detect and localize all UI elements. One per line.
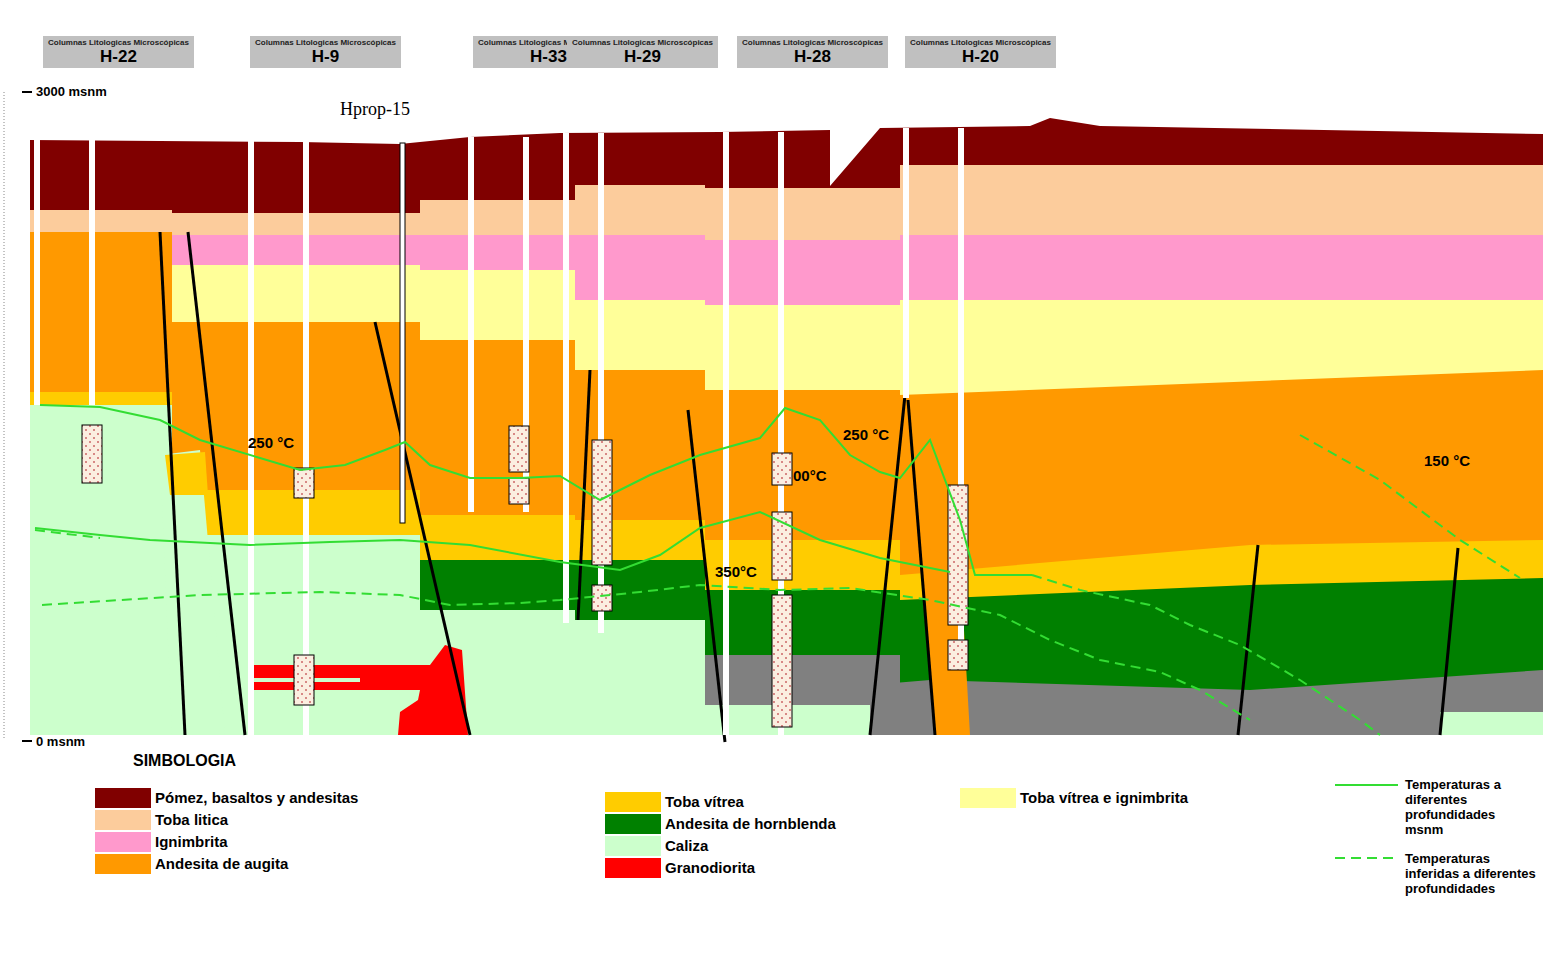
well-name: H-9	[254, 47, 397, 66]
header-caption: Columnas Litologicas Microscópicas	[47, 38, 190, 47]
legend-text: Ignimbrita	[155, 833, 228, 850]
temperature-label: 250 °C	[843, 426, 889, 443]
well-name: H-22	[47, 47, 190, 66]
legend-text: Pómez, basaltos y andesitas	[155, 789, 358, 806]
temperature-label: 00°C	[793, 467, 827, 484]
well-name: H-20	[909, 47, 1052, 66]
well-name: H-29	[571, 47, 714, 66]
legend-swatch	[95, 832, 151, 852]
temperature-label: 150 °C	[1424, 452, 1470, 469]
elevation-mark: 3000 msnm	[36, 84, 107, 99]
header-caption: Columnas Litologicas Microscópicas	[571, 38, 714, 47]
legend-swatch	[605, 836, 661, 856]
temperature-label: 350°C	[715, 563, 757, 580]
header-caption: Columnas Litologicas Microscópicas	[254, 38, 397, 47]
header-caption: Columnas Litologicas Microscópicas	[741, 38, 884, 47]
legend-text: Temperaturas a diferentes profundidades …	[1405, 777, 1537, 837]
header-caption: Columnas Litologicas Microscópicas	[909, 38, 1052, 47]
legend-text: Granodiorita	[665, 859, 755, 876]
well-header-box: Columnas Litologicas MicroscópicasH-9	[250, 36, 401, 68]
well-header-box: Columnas Litologicas MicroscópicasH-20	[905, 36, 1056, 68]
legend-swatch	[960, 788, 1016, 808]
legend-text: Toba litica	[155, 811, 228, 828]
well-name: H-28	[741, 47, 884, 66]
legend-swatch	[605, 814, 661, 834]
legend-text: Toba vítrea	[665, 793, 744, 810]
well-name: Hprop-15	[340, 99, 410, 120]
elevation-mark: 0 msnm	[36, 734, 85, 749]
legend-text: Andesita de augita	[155, 855, 288, 872]
legend-title: SIMBOLOGIA	[133, 752, 236, 770]
well-header-box: Columnas Litologicas MicroscópicasH-22	[43, 36, 194, 68]
legend-swatch	[605, 792, 661, 812]
temperature-label: 250 °C	[248, 434, 294, 451]
legend-text: Caliza	[665, 837, 708, 854]
legend-swatch	[95, 854, 151, 874]
legend-text: Andesita de hornblenda	[665, 815, 836, 832]
legend-swatch	[95, 810, 151, 830]
well-header-box: Columnas Litologicas MicroscópicasH-29	[567, 36, 718, 68]
legend-swatch	[95, 788, 151, 808]
well-header-box: Columnas Litologicas MicroscópicasH-28	[737, 36, 888, 68]
legend-text: Temperaturas inferidas a diferentes prof…	[1405, 851, 1537, 896]
legend-swatch	[605, 858, 661, 878]
legend-text: Toba vítrea e ignimbrita	[1020, 789, 1188, 806]
